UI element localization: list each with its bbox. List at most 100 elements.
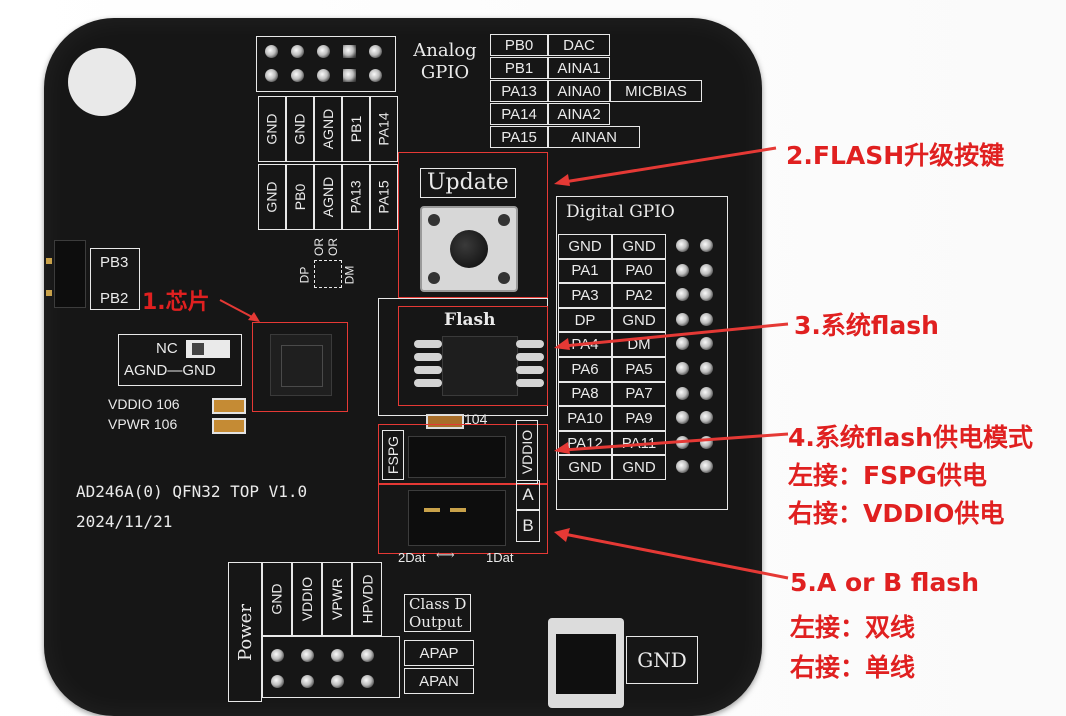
digital-gpio-cell: PA3 xyxy=(558,283,612,308)
fspg-label: FSPG xyxy=(382,430,404,480)
digital-gpio-cell: GND xyxy=(612,234,666,259)
board-date: 2024/11/21 xyxy=(76,512,173,531)
update-tact-switch[interactable] xyxy=(420,206,518,292)
power-pins-frame xyxy=(262,636,400,698)
apan-label: APAN xyxy=(404,668,474,694)
class-d-label: Class D Output xyxy=(404,594,472,632)
analog-gpio-title: Analog GPIO xyxy=(413,40,477,83)
power-label: Power xyxy=(228,562,262,702)
ab-flash-highlight xyxy=(378,484,548,554)
annotation-ab-right: 右接：单线 xyxy=(790,653,916,682)
cap-104-label: 104 xyxy=(464,411,488,427)
analog-cell: PA13 xyxy=(490,80,548,102)
analog-pin-label: AGND xyxy=(314,96,342,162)
dm-label: DM xyxy=(342,265,357,285)
digital-gpio-cell: GND xyxy=(558,455,612,480)
digital-gpio-cell: PA8 xyxy=(558,381,612,407)
ab-jumper-header[interactable] xyxy=(408,490,506,546)
analog-cell: AINA1 xyxy=(548,57,610,79)
digital-pin xyxy=(700,263,713,277)
nc-pad xyxy=(186,340,230,358)
nc-agnd-frame xyxy=(118,334,242,386)
digital-pin xyxy=(700,411,713,425)
vddio-jumper-label: VDDIO xyxy=(516,420,538,484)
digital-gpio-title: Digital GPIO xyxy=(566,202,675,222)
digital-gpio-cell: PA5 xyxy=(612,357,666,382)
digital-gpio-frame xyxy=(556,196,728,510)
digital-pin xyxy=(700,362,713,375)
analog-pin-label: PA13 xyxy=(342,164,370,230)
pb-header xyxy=(54,240,86,308)
power-mode-jumper-header[interactable] xyxy=(408,436,506,478)
digital-pin xyxy=(700,460,713,474)
flash-lead xyxy=(516,353,544,361)
analog-cell: PA15 xyxy=(490,126,548,148)
annotation-ab-title: 5.A or B flash xyxy=(790,568,979,597)
vddio-106-label: VDDIO 106 xyxy=(108,396,180,412)
power-col-label: VPWR xyxy=(322,562,352,636)
pb-frame xyxy=(90,248,140,310)
pb2-label: PB2 xyxy=(100,290,129,307)
digital-pin xyxy=(676,312,689,326)
annotation-flash-key: 2.FLASH升级按键 xyxy=(786,141,1005,170)
analog-pin-header xyxy=(256,36,396,92)
main-chip xyxy=(270,334,332,396)
annotation-power-mode-right: 右接：VDDIO供电 xyxy=(788,499,1005,528)
update-button-cap[interactable] xyxy=(450,230,488,268)
flash-lead xyxy=(414,379,442,387)
digital-gpio-cell: PA7 xyxy=(612,381,666,407)
cap-104 xyxy=(426,414,464,429)
analog-cell: AINA2 xyxy=(548,103,610,125)
or-label-2: OR xyxy=(326,238,340,256)
annotation-chip-arrow xyxy=(219,299,260,322)
power-col-label: GND xyxy=(262,562,292,636)
digital-gpio-cell: GND xyxy=(612,455,666,480)
digital-gpio-cell: GND xyxy=(612,307,666,333)
dat1-label: 1Dat xyxy=(486,550,514,565)
analog-cell: PB1 xyxy=(490,57,548,79)
analog-pin-label: PB0 xyxy=(286,164,314,230)
digital-pin xyxy=(700,239,713,252)
digital-gpio-cell: PA9 xyxy=(612,406,666,431)
update-label: Update xyxy=(420,168,516,198)
flash-highlight xyxy=(398,306,548,406)
annotation-sys-flash: 3.系统flash xyxy=(794,311,939,340)
gnd-label: GND xyxy=(626,636,698,684)
analog-cell: DAC xyxy=(548,34,610,56)
analog-pin-label: PA15 xyxy=(370,164,398,230)
flash-label: Flash xyxy=(444,310,496,330)
power-col-label: HPVDD xyxy=(352,562,382,636)
analog-pin-label: AGND xyxy=(314,164,342,230)
annotation-arrow-ab xyxy=(554,528,789,580)
analog-pin-label: PA14 xyxy=(370,96,398,162)
flash-lead xyxy=(414,353,442,361)
analog-cell: AINAN xyxy=(548,126,640,148)
digital-pin xyxy=(700,312,713,326)
b-label: B xyxy=(516,510,540,542)
digital-pin xyxy=(676,288,689,302)
power-mode-highlight xyxy=(378,424,548,484)
annotation-power-mode-left: 左接：FSPG供电 xyxy=(788,461,987,490)
vpwr-106-label: VPWR 106 xyxy=(108,416,178,432)
flash-lead xyxy=(414,366,442,374)
pcb-board xyxy=(44,18,762,716)
dat2-label: 2Dat xyxy=(398,550,426,565)
annotation-chip: 1.芯片 xyxy=(142,290,210,315)
analog-cell: PA14 xyxy=(490,103,548,125)
digital-pin xyxy=(700,386,713,400)
annotation-arrow-flash-key xyxy=(554,146,777,186)
gnd-header xyxy=(548,618,624,708)
annotation-arrow-sys-flash xyxy=(554,322,789,350)
analog-pin-label: GND xyxy=(258,96,286,162)
digital-gpio-cell: PA0 xyxy=(612,258,666,284)
digital-pin xyxy=(700,337,713,351)
or-label-1: OR xyxy=(312,238,326,256)
analog-cell: PB0 xyxy=(490,34,548,56)
cap-106-2 xyxy=(212,418,246,434)
digital-pin xyxy=(676,460,689,474)
annotation-power-mode-title: 4.系统flash供电模式 xyxy=(788,423,1033,452)
pb3-label: PB3 xyxy=(100,254,129,271)
dat-arrow: ⟷ xyxy=(436,548,455,563)
agnd-gnd-label: AGND—GND xyxy=(124,362,216,379)
